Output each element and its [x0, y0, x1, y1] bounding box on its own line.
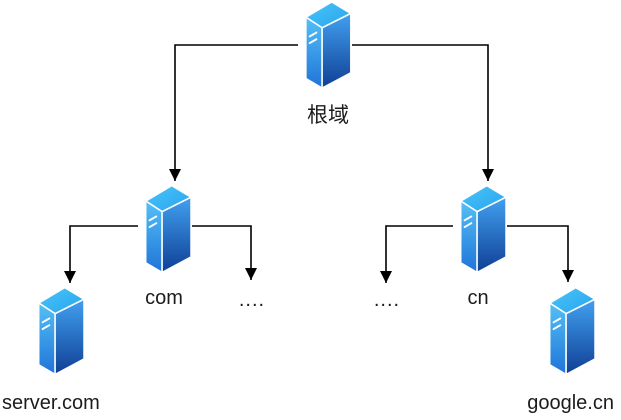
server-icon-cn	[459, 184, 507, 274]
label-leaf-google-cn: google.cn	[527, 392, 614, 414]
label-tld-cn: cn	[467, 287, 488, 309]
connector-com-to-server-com	[64, 225, 138, 283]
connector-com-to-others	[192, 225, 257, 280]
server-icon-root	[304, 1, 352, 89]
label-tld-com: com	[145, 287, 183, 309]
label-com-others: ....	[239, 289, 265, 311]
server-icon-server-com	[37, 286, 85, 376]
server-icon-google-cn	[548, 286, 596, 376]
connector-cn-to-others	[380, 225, 453, 283]
connector-root-to-cn	[352, 44, 494, 181]
server-icon-com	[144, 184, 192, 274]
label-root-domain: 根域	[307, 104, 349, 127]
connector-root-to-com	[169, 44, 298, 181]
label-cn-others: ....	[374, 289, 400, 311]
label-leaf-server-com: server.com	[2, 392, 100, 414]
connector-cn-to-google-cn	[507, 225, 574, 282]
